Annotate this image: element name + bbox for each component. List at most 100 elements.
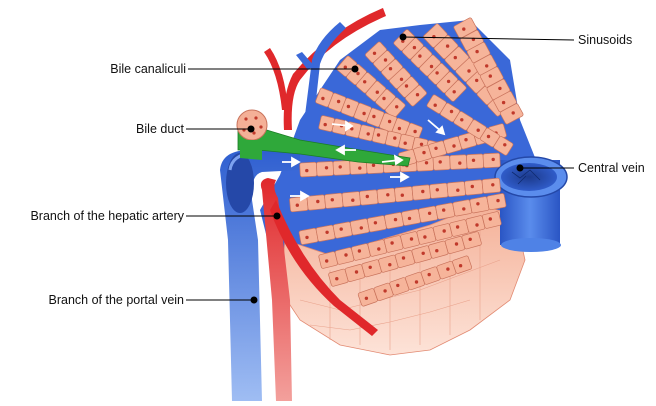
hepatocyte-nucleus [438,160,442,164]
hepatocyte-nucleus [458,161,462,165]
hepatocyte-cell [461,231,482,250]
hepatocyte-nucleus [503,143,507,147]
hepatocyte-nucleus [397,126,402,131]
hepatocyte-cell [341,191,361,208]
hepatocyte-nucleus [467,69,471,73]
label-sinusoids: Sinusoids [578,33,633,47]
hepatocyte-cell [418,205,438,223]
hepatocyte-nucleus [419,142,424,146]
hepatocyte-nucleus [434,146,438,150]
hepatocyte-nucleus [390,241,394,245]
hepatocyte-nucleus [377,247,381,251]
hepatocyte-nucleus [486,134,491,139]
hepatocyte-nucleus [354,270,359,274]
hepatocyte-nucleus [363,80,367,84]
hepatocyte-nucleus [415,93,420,97]
hepatocyte-nucleus [452,90,456,94]
flow-arrow [390,171,410,183]
hepatocyte-nucleus [376,133,381,137]
hepatocyte-nucleus [475,78,479,83]
hepatocyte-nucleus [371,163,376,167]
hepatocyte-cell [482,152,501,169]
hepatocyte-nucleus [388,67,393,71]
hepatocyte-nucleus [325,230,329,234]
hepatocyte-cell [394,186,414,203]
hepatocyte-nucleus [423,235,427,239]
hepatocyte-nucleus [468,237,472,241]
hepatocyte-cell [376,187,396,204]
hepatocyte-nucleus [401,256,406,260]
hepatocyte-cell [384,212,404,230]
hepatocyte-nucleus [496,198,500,203]
hepatocyte-nucleus [346,104,351,109]
hepatocyte-cell [349,218,370,236]
hepatocyte-nucleus [413,129,417,134]
hepatocyte-nucleus [446,267,450,271]
hepatocyte-nucleus [422,150,426,155]
hepatocyte-nucleus [323,122,327,127]
hepatocyte-cell [482,211,502,229]
hepatocyte-nucleus [454,242,459,246]
hepatocyte-nucleus [458,264,463,268]
hepatocyte-nucleus [395,105,399,109]
hepatocyte-nucleus [305,235,309,240]
hepatocyte-cell [332,221,353,239]
hepatocyte-nucleus [344,253,348,257]
hepatocyte-nucleus [365,194,369,199]
hepatocyte-cell [452,255,473,274]
label-portal-vein: Branch of the portal vein [48,293,185,307]
hepatocyte-nucleus [372,51,377,55]
hepatocyte-nucleus [316,199,320,204]
hepatocyte-nucleus [452,144,456,148]
hepatocyte-nucleus [485,64,489,68]
hepatocyte-nucleus [471,158,476,162]
hepatocyte-nucleus [338,165,342,169]
flow-arrows [282,119,446,202]
hepatocyte-nucleus [418,54,422,58]
hepatocyte-nucleus [359,226,363,230]
hepatocyte-nucleus [427,211,432,215]
label-bile-duct: Bile duct [136,122,184,136]
flow-arrow [381,154,404,166]
hepatocyte-cell [449,154,468,170]
hepatocyte-nucleus [446,79,451,84]
hepatocyte-nucleus [456,188,460,192]
hepatocyte-cell [446,181,466,198]
hepatocyte-cell [359,189,379,206]
label-bile-canaliculi: Bile canaliculi [110,62,186,76]
hepatocyte-nucleus [407,216,412,221]
hepatocyte-nucleus [382,96,386,101]
hepatocyte-nucleus [372,114,376,119]
flow-arrow [427,119,446,136]
hepatocyte-nucleus [421,189,425,194]
hepatocyte-nucleus [339,227,343,231]
hepatocyte-nucleus [335,277,339,281]
hepatocyte-nucleus [393,136,397,140]
hepatocyte-nucleus [433,103,437,107]
bile-duct [236,109,411,167]
hepatocyte-nucleus [387,119,392,124]
hepatocyte-nucleus [409,237,414,241]
hepatocyte-nucleus [449,109,454,114]
hepatocyte-nucleus [368,265,372,269]
hepatocyte-nucleus [488,217,492,221]
hepatocyte-cell [464,179,484,196]
hepatocyte-nucleus [393,217,398,222]
hepatocyte-nucleus [491,183,495,187]
label-hepatic-artery: Branch of the hepatic artery [30,209,184,223]
hepatocyte-nucleus [435,188,439,192]
hepatocyte-nucleus [362,111,366,116]
hepatocyte-nucleus [442,229,446,233]
hepatocyte-nucleus [501,100,506,105]
flow-arrow [290,190,310,202]
top-venous-branch [296,22,346,118]
hepatocyte-nucleus [383,58,388,62]
hepatocyte-cell [452,199,473,217]
hepatocyte-nucleus [424,161,429,165]
hepatocyte-cell [401,208,421,226]
hepatocyte-cell [432,155,451,171]
hepatocyte-plates [289,17,524,307]
hepatocyte-nucleus [498,86,502,91]
hepatocyte-nucleus [373,221,378,225]
